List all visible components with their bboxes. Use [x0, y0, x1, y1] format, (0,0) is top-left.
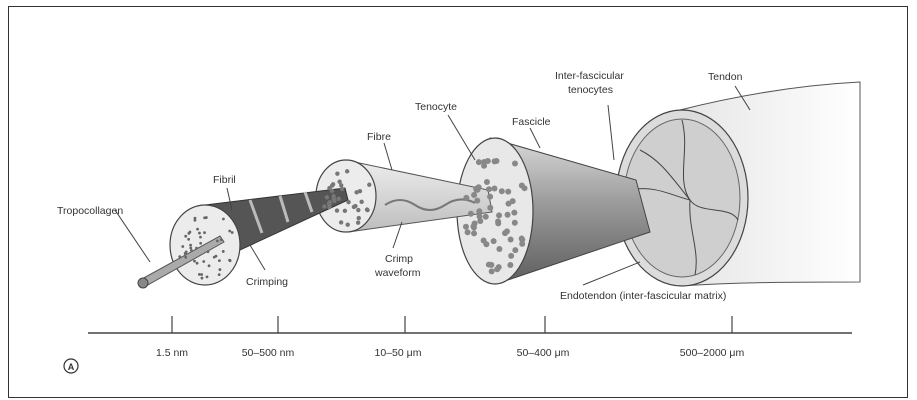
scale-label-5: 500–2000 μm	[680, 347, 745, 359]
label-crimping: Crimping	[246, 276, 288, 288]
scale-label-3: 10–50 μm	[375, 347, 422, 359]
fibril-structure	[170, 188, 348, 285]
label-crimp-waveform-2: waveform	[374, 267, 421, 279]
label-interfascicular-2: tenocytes	[568, 84, 613, 96]
label-endotendon: Endotendon (inter-fascicular matrix)	[560, 290, 726, 302]
label-tendon: Tendon	[708, 71, 743, 83]
label-fibril: Fibril	[213, 174, 236, 186]
tendon-structure	[616, 82, 860, 286]
label-tenocyte: Tenocyte	[415, 101, 457, 113]
panel-marker: A	[64, 359, 78, 373]
label-fascicle: Fascicle	[512, 116, 551, 128]
scale-label-1: 1.5 nm	[156, 347, 188, 359]
label-fibre: Fibre	[367, 131, 391, 143]
panel-marker-letter: A	[68, 362, 75, 372]
scale-label-2: 50–500 nm	[242, 347, 295, 359]
label-crimp-waveform-1: Crimp	[385, 253, 413, 265]
scale-bar: 1.5 nm 50–500 nm 10–50 μm 50–400 μm 500–…	[88, 316, 852, 359]
label-tropocollagen: Tropocollagen	[57, 205, 123, 217]
scale-label-4: 50–400 μm	[517, 347, 570, 359]
label-interfascicular-1: Inter-fascicular	[555, 70, 624, 82]
